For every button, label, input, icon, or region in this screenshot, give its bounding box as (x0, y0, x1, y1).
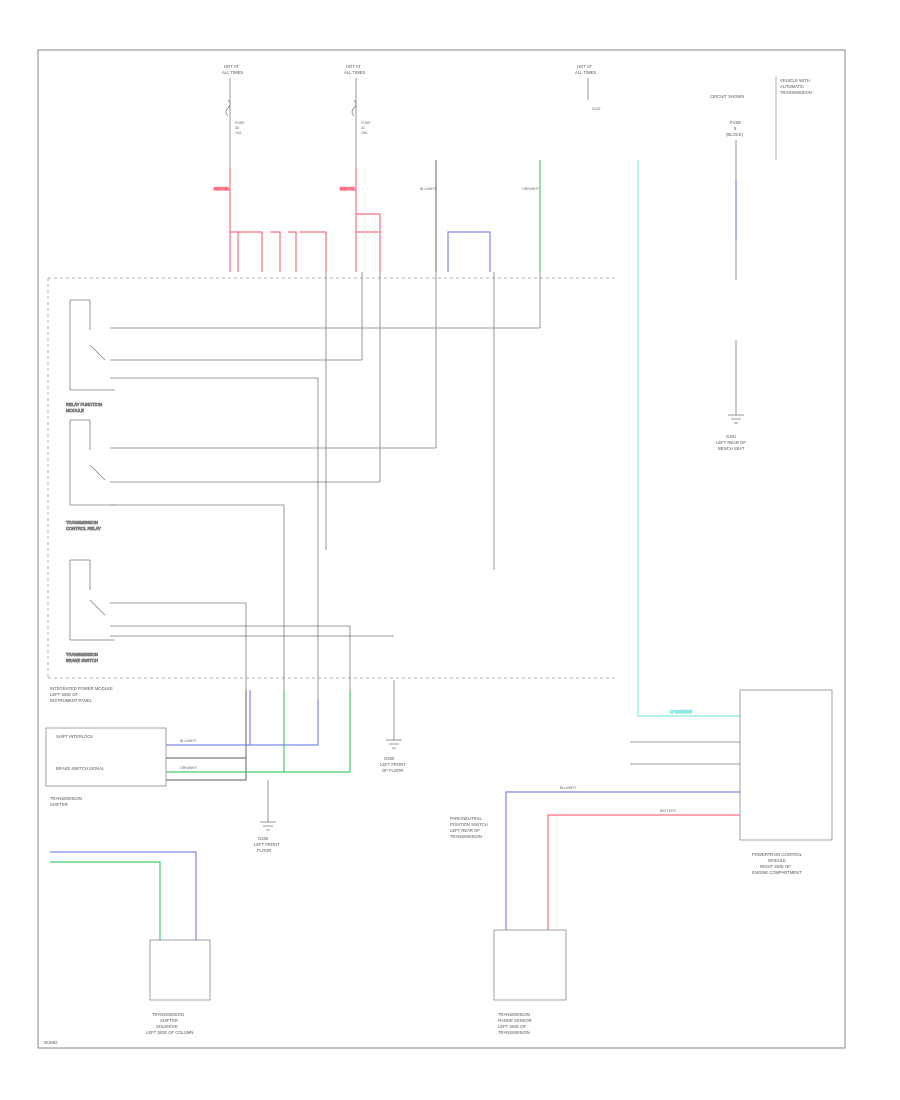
svg-text:TRANSMISSION: TRANSMISSION (780, 90, 812, 95)
svg-text:LEFT SIDE OF COLUMN: LEFT SIDE OF COLUMN (146, 1030, 193, 1035)
park-lock-label: PARK/NEUTRAL POSITION SWITCH LEFT REAR O… (450, 816, 488, 839)
svg-text:G300: G300 (384, 756, 395, 761)
svg-text:BRAKE SWITCH SIGNAL: BRAKE SWITCH SIGNAL (56, 766, 105, 771)
svg-text:TRANSMISSION: TRANSMISSION (498, 1030, 530, 1035)
fuse-feed-3: HOT AT ALL TIMES S109 (575, 64, 600, 111)
svg-text:BLU/WHT: BLU/WHT (560, 786, 577, 790)
svg-text:TRANSMISSION: TRANSMISSION (66, 652, 98, 657)
svg-text:LEFT REAR OF: LEFT REAR OF (450, 828, 480, 833)
svg-text:FUSE: FUSE (730, 120, 741, 125)
svg-text:CIRCUIT SHOWN: CIRCUIT SHOWN (710, 94, 744, 99)
svg-text:RIGHT SIDE OF: RIGHT SIDE OF (760, 864, 791, 869)
svg-text:ALL TIMES: ALL TIMES (344, 70, 365, 75)
svg-text:SHIFTER: SHIFTER (160, 1018, 178, 1023)
svg-text:INTEGRATED POWER MODULE: INTEGRATED POWER MODULE (50, 686, 113, 691)
svg-text:RANGE SENSOR: RANGE SENSOR (498, 1018, 532, 1023)
integrated-power-module-label: INTEGRATED POWER MODULE LEFT SIDE OF INS… (50, 686, 113, 703)
svg-text:10A: 10A (235, 131, 242, 135)
pcm-side-wires (630, 741, 740, 765)
svg-text:5: 5 (734, 126, 737, 131)
svg-text:GRN/WHT: GRN/WHT (522, 187, 540, 191)
transmission-range-sensor: TRANSMISSION RANGE SENSOR LEFT SIDE OF T… (493, 929, 567, 1035)
range-sensor-wires: BLU/WHT BATTERY (505, 786, 740, 930)
svg-text:LEFT SIDE OF: LEFT SIDE OF (498, 1024, 527, 1029)
svg-text:TRANSMISSION: TRANSMISSION (450, 834, 482, 839)
ground-center-label: G300 LEFT FRONT OF FLOOR (380, 756, 406, 773)
powertrain-module: POWERTRAIN CONTROL MODULE RIGHT SIDE OF … (739, 689, 833, 875)
svg-text:LEFT REAR OF: LEFT REAR OF (716, 440, 746, 445)
svg-text:LEFT SIDE OF: LEFT SIDE OF (50, 692, 79, 697)
svg-text:OF FLOOR: OF FLOOR (382, 768, 403, 773)
svg-text:TRANSMISSION: TRANSMISSION (498, 1012, 530, 1017)
svg-text:G301: G301 (726, 434, 737, 439)
note-top-right: VEHICLE WITH AUTOMATIC TRANSMISSION CIRC… (710, 76, 812, 160)
svg-text:LT GRN/WHT: LT GRN/WHT (670, 710, 693, 714)
ground-lower (260, 780, 276, 831)
svg-text:BRAKE SWITCH: BRAKE SWITCH (66, 658, 98, 663)
svg-text:RED/YEL: RED/YEL (340, 187, 355, 191)
svg-text:CONTROL RELAY: CONTROL RELAY (66, 526, 101, 531)
svg-text:ALL TIMES: ALL TIMES (222, 70, 243, 75)
right-fuse-labels: FUSE 5 (BLOCK) G301 LEFT REAR OF BENCH S… (716, 120, 746, 451)
ground-lower-label: G200 LEFT FRONT FLOOR (254, 836, 280, 853)
svg-text:FLOOR: FLOOR (257, 848, 271, 853)
svg-text:RED/YEL: RED/YEL (214, 187, 229, 191)
lower-harness: BLU/WHT GRN/WHT (166, 690, 351, 781)
svg-text:SHIFT INTERLOCK: SHIFT INTERLOCK (56, 734, 93, 739)
svg-text:MODULE: MODULE (768, 858, 786, 863)
teal-signal-wire: LT GRN/WHT (637, 160, 740, 717)
relay-group-2: TRANSMISSION CONTROL RELAY (66, 419, 436, 531)
lower-left-solenoid: TRANSMISSION SHIFTER SOLENOID LEFT SIDE … (146, 939, 211, 1035)
svg-text:SHIFTER: SHIFTER (50, 802, 68, 807)
svg-text:GRN/WHT: GRN/WHT (180, 766, 198, 770)
svg-text:31: 31 (361, 126, 365, 130)
svg-text:10A: 10A (361, 131, 368, 135)
fuse-feed-1: HOT AT ALL TIMES FUSE 30 10A (222, 64, 245, 168)
svg-text:S109: S109 (592, 107, 600, 111)
svg-text:TRANSMISSION: TRANSMISSION (152, 1012, 184, 1017)
svg-text:30: 30 (235, 126, 239, 130)
svg-text:HOT AT: HOT AT (346, 64, 361, 69)
svg-text:ENGINE COMPARTMENT: ENGINE COMPARTMENT (752, 870, 802, 875)
svg-text:FUSE: FUSE (235, 121, 245, 125)
svg-text:HOT AT: HOT AT (224, 64, 239, 69)
relay-group-1: RELAY FUNCTION MODULE (66, 299, 540, 413)
relay-group-3: TRANSMISSION BRAKE SWITCH (66, 559, 394, 663)
upper-signal-wires: BLU/WHT GRN/WHT (420, 160, 541, 272)
ground-center (386, 680, 402, 749)
svg-text:VEHICLE WITH: VEHICLE WITH (780, 78, 810, 83)
page-code: W1082 (44, 1040, 58, 1045)
svg-text:BLU/WHT: BLU/WHT (180, 739, 197, 743)
module-verticals (245, 272, 541, 700)
svg-text:BLU/WHT: BLU/WHT (420, 187, 437, 191)
svg-text:LEFT FRONT: LEFT FRONT (254, 842, 280, 847)
diagram-frame (37, 49, 846, 1049)
svg-text:G200: G200 (258, 836, 269, 841)
lower-left-wires (50, 851, 197, 940)
svg-text:RELAY FUNCTION: RELAY FUNCTION (66, 402, 102, 407)
right-fuse-column (728, 140, 744, 424)
svg-text:HOT AT: HOT AT (577, 64, 592, 69)
svg-text:AUTOMATIC: AUTOMATIC (780, 84, 804, 89)
svg-text:BENCH SEAT: BENCH SEAT (718, 446, 745, 451)
red-power-wires: RED/YEL RED/YEL (213, 168, 381, 272)
svg-text:LEFT FRONT: LEFT FRONT (380, 762, 406, 767)
svg-text:FUSE: FUSE (361, 121, 371, 125)
svg-text:SOLENOID: SOLENOID (156, 1024, 178, 1029)
svg-text:TRANSMISSION: TRANSMISSION (66, 520, 98, 525)
shifter-connector: SHIFT INTERLOCK BRAKE SWITCH SIGNAL TRAN… (45, 727, 167, 807)
svg-text:BATTERY: BATTERY (660, 809, 677, 813)
svg-text:MODULE: MODULE (66, 408, 84, 413)
svg-text:(BLOCK): (BLOCK) (726, 132, 744, 137)
svg-text:INSTRUMENT PANEL: INSTRUMENT PANEL (50, 698, 93, 703)
svg-text:TRANSMISSION: TRANSMISSION (50, 796, 82, 801)
fuse-feed-2: HOT AT ALL TIMES FUSE 31 10A (344, 64, 371, 168)
svg-text:ALL TIMES: ALL TIMES (575, 70, 596, 75)
svg-text:POWERTRAIN CONTROL: POWERTRAIN CONTROL (752, 852, 803, 857)
svg-text:POSITION SWITCH: POSITION SWITCH (450, 822, 488, 827)
svg-text:PARK/NEUTRAL: PARK/NEUTRAL (450, 816, 482, 821)
